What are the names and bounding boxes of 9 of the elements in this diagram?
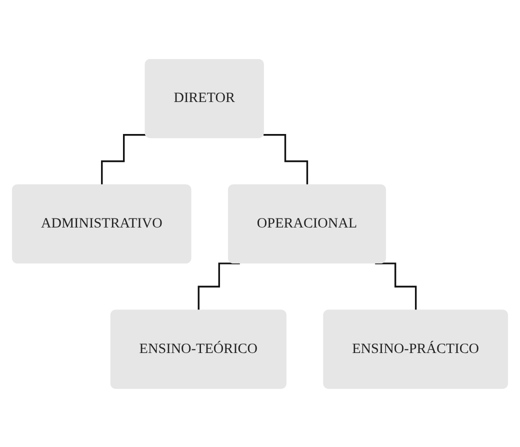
connector-line <box>264 134 308 186</box>
connector-line <box>101 134 146 186</box>
org-unit-box: ADMINISTRATIVO <box>12 184 192 263</box>
org-unit-box: DIRETOR <box>144 58 264 138</box>
connector-line <box>198 262 240 312</box>
org-unit-box: ENSINO-PRÁCTICO <box>323 309 508 388</box>
connector-line <box>375 262 417 312</box>
org-unit-box: OPERACIONAL <box>228 184 386 263</box>
org-unit-box: ENSINO-TEÓRICO <box>110 309 286 388</box>
